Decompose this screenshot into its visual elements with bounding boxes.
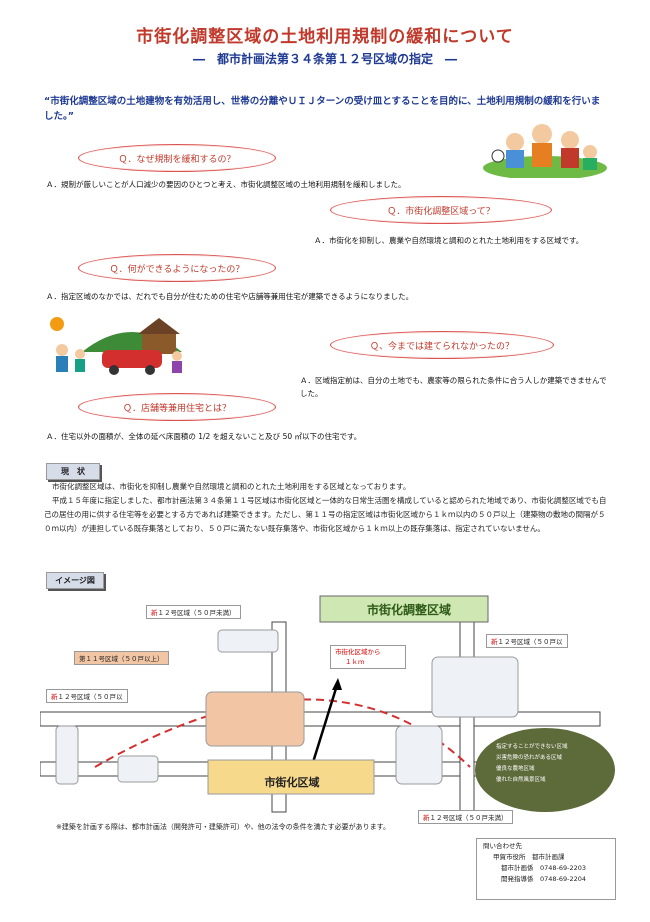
answer-5: Ａ．住宅以外の面積が、全体の延べ床面積の 1/2 を超えないこと及び 50 ㎡以…	[46, 432, 362, 441]
legend-item-4: 優れた自然風景区域	[496, 777, 546, 783]
answer-2: Ａ．市街化を抑制し、農業や自然環境と調和のとれた土地利用をする区域です。	[314, 236, 584, 245]
legend-item-3: 優良な農地区域	[496, 766, 535, 772]
page-title: 市街化調整区域の土地利用規制の緩和について	[136, 27, 514, 47]
zone-new12-c: 新１２号区域（５０戸以	[486, 634, 568, 648]
answer-4: Ａ．区域指定前は、自分の土地でも、農家等の限られた条件に合う人しか建築できません…	[300, 376, 607, 398]
status-heading: 現 状	[46, 463, 100, 480]
contact-box: 問い合わせ先 甲賀市役所 都市計画課 都市計画係 0748-69-2203 開発…	[476, 838, 616, 900]
zone-11: 第１１号区域（５０戸以上）	[74, 651, 169, 665]
answer-3: Ａ．指定区域のなかでは、だれでも自分が住むための住宅や店舗等兼用住宅が建築できる…	[46, 292, 414, 301]
zone-new12-d: 新１２号区域（５０戸未満）	[418, 810, 513, 824]
distance-value: １ｋｍ	[345, 658, 365, 666]
question-bubble-2: Ｑ．市街化調整区域って？	[330, 196, 552, 224]
zone-new12-b: 新１２号区域（５０戸以	[46, 689, 128, 703]
zone-diagram	[40, 595, 615, 813]
question-bubble-1: Ｑ．なぜ規制を緩和するの？	[78, 144, 276, 172]
question-bubble-5: Ｑ．店舗等兼用住宅とは？	[78, 393, 276, 421]
distance-label: 市街化区域から	[335, 648, 381, 656]
contact-org: 甲賀市役所 都市計画課	[493, 853, 565, 861]
question-bubble-4: Ｑ、今までは建てられなかったの？	[330, 331, 554, 359]
contact-heading: 問い合わせ先	[483, 842, 522, 850]
legend-item-1: 指定することができない区域	[496, 744, 568, 750]
zone-new12-a: 新１２号区域（５０戸未満）	[146, 605, 241, 619]
family-illustration	[483, 124, 607, 178]
status-line-1: 市街化調整区域は、市街化を抑制し農業や自然環境と調和のとれた土地利用をする区域と…	[52, 482, 411, 491]
contact-line-2: 開発指導係 0748-69-2204	[501, 875, 587, 883]
status-text: 市街化調整区域は、市街化を抑制し農業や自然環境と調和のとれた土地利用をする区域と…	[44, 480, 610, 536]
image-heading: イメージ図	[46, 572, 104, 589]
footnote: ※建築を計画する際は、都市計画法（開発許可・建築許可）や、他の法令の条件を満たす…	[56, 823, 390, 831]
chousei-area-label: 市街化調整区域	[366, 603, 451, 617]
village-illustration	[50, 317, 182, 375]
legend-item-2: 災害危険の恐れがある区域	[496, 755, 563, 761]
shigaika-area-label: 市街化区域	[264, 776, 320, 789]
answer-1: Ａ．規制が厳しいことが人口減少の要因のひとつと考え、市街化調整区域の土地利用規制…	[46, 180, 406, 189]
distance-box: 市街化区域から １ｋｍ	[330, 645, 406, 669]
status-line-2: 平成１５年度に指定しました、都市計画法第３４条第１１号区域は市街化区域と一体的な…	[44, 496, 607, 533]
intro-text: “市街化調整区域の土地建物を有効活用し、世帯の分離やＵＩＪターンの受け皿とするこ…	[44, 96, 601, 122]
question-bubble-3: Ｑ．何ができるようになったの？	[78, 254, 276, 282]
page-subtitle: ― 都市計画法第３４条第１２号区域の指定 ―	[192, 52, 457, 66]
contact-line-1: 都市計画係 0748-69-2203	[501, 864, 587, 872]
legend-list: 指定することができない区域 災害危険の恐れがある区域 優良な農地区域 優れた自然…	[496, 742, 606, 786]
